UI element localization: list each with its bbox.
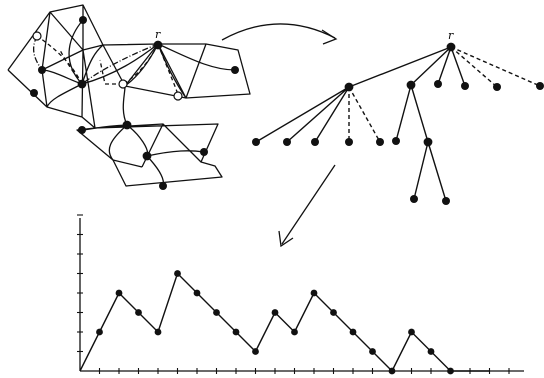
tree-vertex [345,138,353,146]
walk-path-group [79,270,490,375]
tree-vertex [410,195,418,203]
map-vertex [231,66,239,74]
walk-point [369,348,376,355]
walk-point [408,328,415,336]
walk-points [96,270,454,375]
walk-point [193,289,201,297]
tree-vertex [493,83,501,91]
tree-vertex [283,138,291,146]
walk-point [232,328,240,336]
walk-point [388,367,396,375]
walk-point [213,309,220,316]
map-root-label: r [155,28,161,41]
walk-point [252,348,259,355]
walk-axes [79,218,524,372]
walk-point [447,367,454,375]
walk-point [291,328,298,336]
labelled-tree [252,42,544,205]
walk-point [154,328,162,336]
tree-solid-edges [255,46,466,202]
walk-point [330,309,337,316]
walk-ticks [77,214,510,374]
planar-map [7,4,251,190]
tree-vertex [376,138,384,146]
tree-vertex [344,82,354,92]
map-face-edges [7,4,251,187]
tree-vertex [423,137,433,147]
map-vertex [38,66,46,74]
map-vertex [142,151,152,161]
map-vertex [159,182,167,190]
map-vertex [200,148,208,156]
tree-vertex [434,80,442,88]
walk-point [174,270,181,277]
map-curved-edges [41,19,236,187]
map-vertex [122,120,132,130]
map-vertex [79,16,87,24]
tree-vertex [536,82,544,90]
walk-point [271,309,279,316]
walk-point [135,309,142,316]
tree-vertices [252,42,544,205]
tree-vertex [392,137,400,145]
walk-point [310,289,318,297]
tree-root-label: r [448,29,454,42]
map-vertex [77,79,87,89]
map-dashdot-edges [33,35,159,85]
walk-point [115,289,123,297]
tree-root-vertex [446,42,456,52]
tree-dashed-edges [348,46,541,143]
tree-vertex [252,138,260,146]
map-vertex [30,89,38,97]
map-vertex [78,126,86,134]
map-vertices [30,16,239,190]
walk-point [96,328,103,336]
map-hollow-vertex [173,91,183,101]
walk-point [427,348,435,355]
tree-vertex [406,80,416,90]
map-hollow-vertex [118,79,128,89]
map-hollow-vertex [32,31,42,41]
arrow-map-to-tree [221,23,338,45]
tree-vertex [461,82,469,90]
tree-vertex [311,138,319,146]
tree-vertex [442,197,450,205]
walk-path [79,272,490,372]
map-dashed-edges [36,35,179,97]
map-hollow-vertices [32,31,183,101]
arrow-tree-to-walk [278,164,336,248]
walk-point [349,328,357,336]
map-vertex [153,40,163,50]
